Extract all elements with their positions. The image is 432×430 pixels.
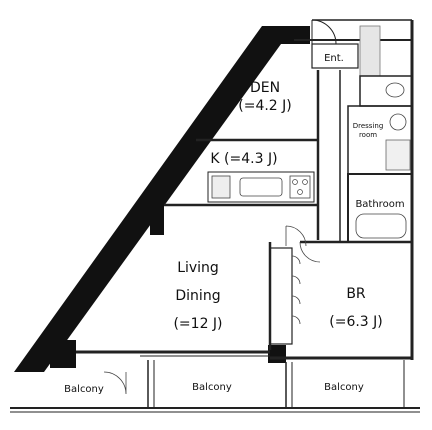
wall-block-living-mid bbox=[150, 205, 164, 235]
diagonal-exterior-wall bbox=[14, 26, 294, 372]
wall-block-top bbox=[270, 26, 310, 44]
bathtub-icon bbox=[355, 213, 407, 239]
bathroom-label: Bathroom bbox=[355, 199, 404, 210]
bedroom-closet bbox=[269, 247, 293, 345]
balcony-right-label: Balcony bbox=[324, 382, 364, 393]
balcony-door bbox=[103, 371, 127, 395]
dressing-label-line2: room bbox=[359, 131, 377, 139]
cooktop-burner bbox=[302, 179, 308, 185]
entrance-label: Ent. bbox=[324, 53, 344, 64]
entrance-box bbox=[311, 43, 359, 69]
cooktop-burner bbox=[292, 179, 298, 185]
toilet-icon bbox=[385, 82, 405, 98]
closet-doors bbox=[291, 255, 301, 325]
kitchen-sink bbox=[239, 177, 283, 197]
bedroom-area: (=6.3 J) bbox=[329, 314, 383, 330]
balcony-left-label: Balcony bbox=[64, 384, 104, 395]
kitchen-label: K (=4.3 J) bbox=[210, 151, 277, 167]
living-label-line1: Living bbox=[177, 260, 219, 276]
entrance-door bbox=[311, 19, 337, 45]
living-area: (=12 J) bbox=[173, 316, 222, 332]
kitchen-stove bbox=[211, 175, 231, 199]
kitchen-cooktop bbox=[289, 175, 311, 199]
den-label: DEN bbox=[250, 80, 280, 96]
dressing-label-line1: Dressing bbox=[353, 122, 384, 130]
living-door bbox=[285, 225, 307, 247]
bedroom-label: BR bbox=[346, 286, 366, 302]
cooktop-burner bbox=[297, 189, 303, 195]
washer-pan bbox=[385, 139, 411, 171]
kitchen-counter bbox=[207, 171, 315, 203]
living-label-line2: Dining bbox=[175, 288, 220, 304]
entrance-hatch bbox=[359, 25, 381, 77]
den-area: (=4.2 J) bbox=[238, 98, 292, 114]
balcony-mid-label: Balcony bbox=[192, 382, 232, 393]
wash-basin-icon bbox=[389, 113, 407, 131]
wall-block-left-bottom bbox=[50, 340, 76, 368]
bedroom-door bbox=[299, 241, 321, 263]
